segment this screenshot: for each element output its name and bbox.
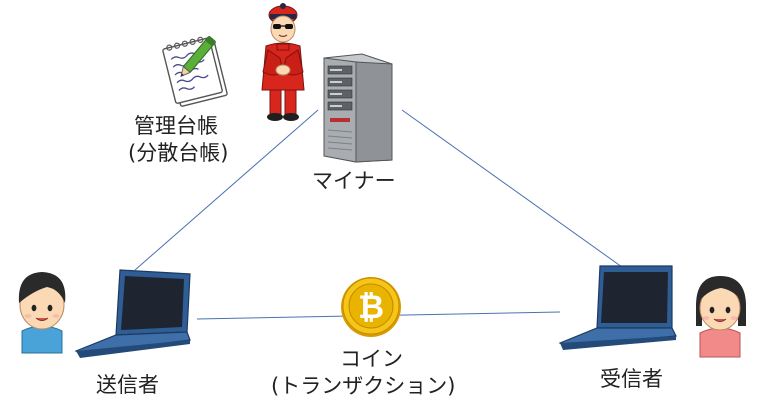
coin-label: コイン [340, 347, 403, 371]
laptop-icon [74, 269, 191, 358]
sender-label: 送信者 [96, 373, 159, 397]
line-miner-receiver [401, 109, 623, 268]
server-tower-icon [323, 53, 393, 163]
boy-avatar-icon [18, 272, 66, 354]
ledger-sublabel: (分散台帳) [128, 141, 229, 165]
line-miner-sender [134, 109, 319, 271]
miner-label: マイナー [312, 169, 396, 193]
girl-avatar-icon [696, 276, 746, 358]
notepad-pen-icon [162, 36, 228, 107]
bitcoin-symbol: ₿ [358, 288, 384, 326]
ledger-label: 管理台帳 [134, 114, 218, 138]
receiver-label: 受信者 [600, 367, 663, 391]
coin-sublabel: (トランザクション) [271, 374, 456, 398]
miner-person-icon [261, 3, 305, 121]
bitcoin-icon: ₿ [341, 277, 401, 337]
laptop-icon [558, 265, 677, 350]
